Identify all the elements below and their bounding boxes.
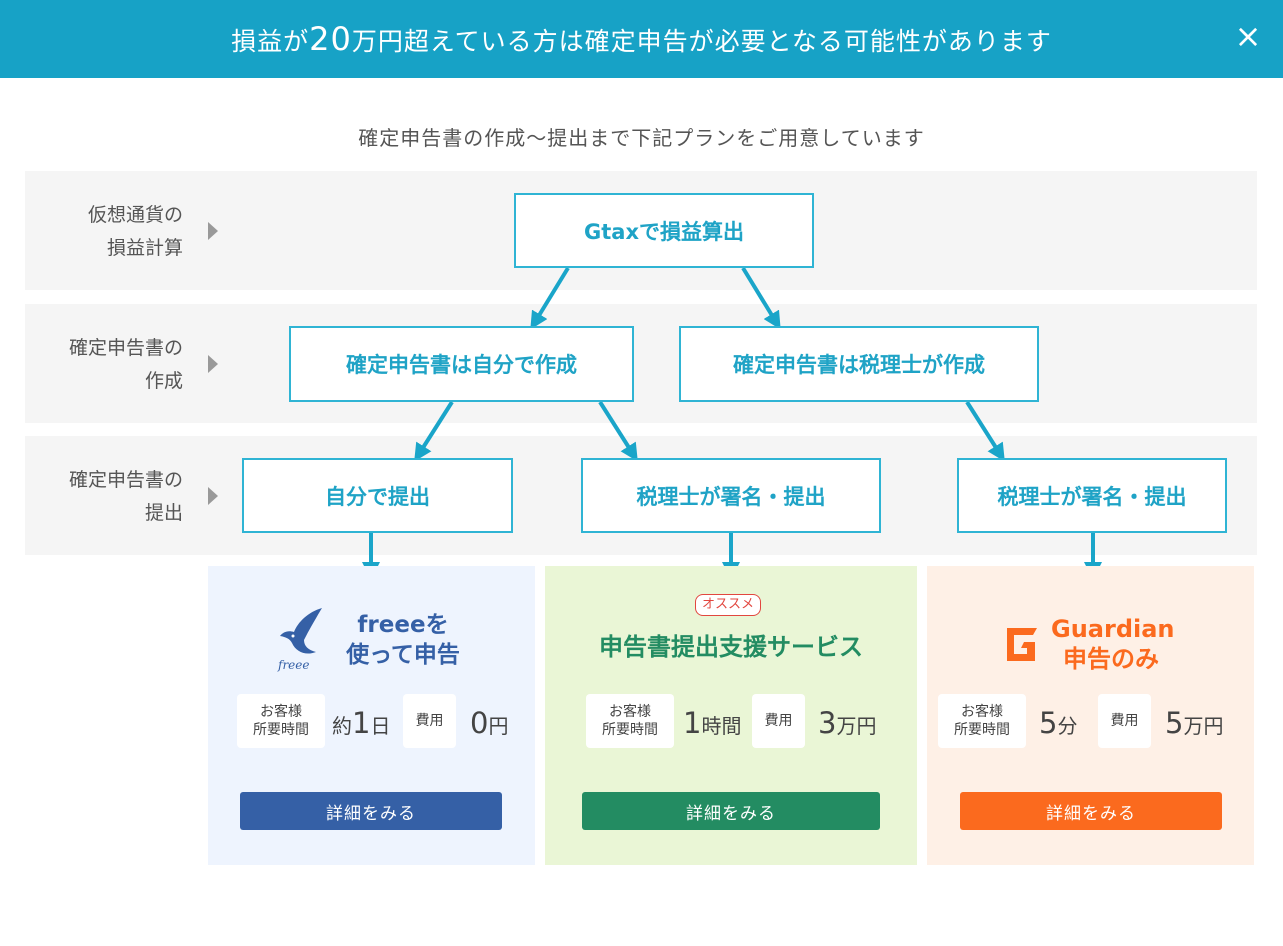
cost-value: 0円 (470, 706, 508, 740)
plan-card-service: オススメ 申告書提出支援サービス お客様 所要時間 1時間 費用 3万円 詳細を… (545, 566, 917, 865)
plans-subtitle: 確定申告書の作成〜提出まで下記プランをご用意しています (358, 126, 925, 150)
time-number: 1 (352, 706, 371, 740)
row-label-line: 確定申告書の (68, 469, 183, 491)
flow-arrow (530, 266, 570, 330)
freee-swallow-icon (280, 608, 322, 654)
cost-label-box: 費用 (1098, 694, 1151, 748)
flow-arrow (598, 400, 638, 462)
plan-card-guardian: Guardian 申告のみ お客様 所要時間 5分 費用 5万円 詳細をみる (927, 566, 1254, 865)
freee-title-line: 使って申告 (346, 642, 460, 668)
guardian-title: Guardian 申告のみ (1051, 614, 1175, 674)
guardian-logo-icon (1007, 628, 1037, 661)
node-tax-sign-guardian: 税理士が署名・提出 (957, 458, 1227, 533)
time-number: 1 (683, 706, 702, 740)
cost-value: 3万円 (818, 706, 876, 740)
time-label-line: 所要時間 (253, 722, 309, 738)
time-label-line: 所要時間 (954, 722, 1010, 738)
cost-unit: 円 (488, 714, 509, 738)
time-label-box: お客様 所要時間 (938, 694, 1026, 748)
row-arrow-icon (208, 355, 218, 373)
banner-amount: 20 (309, 20, 352, 58)
flow-arrow (414, 400, 454, 462)
banner-text-before: 損益が (231, 27, 310, 56)
node-tax-sign-service: 税理士が署名・提出 (581, 458, 881, 533)
row-label-submission: 確定申告書の 提出 (25, 464, 183, 530)
node-gtax: Gtaxで損益算出 (514, 193, 814, 268)
freee-detail-button[interactable]: 詳細をみる (240, 792, 502, 830)
row-label-creation: 確定申告書の 作成 (25, 332, 183, 398)
time-value: 5分 (1039, 706, 1077, 740)
row-arrow-icon (208, 222, 218, 240)
time-unit: 時間 (701, 714, 742, 738)
cost-label-box: 費用 (752, 694, 805, 748)
time-prefix: 約 (332, 714, 352, 738)
row-label-line: 損益計算 (106, 237, 183, 259)
flow-arrow (741, 266, 781, 330)
cost-number: 0 (470, 706, 489, 740)
time-unit: 分 (1057, 714, 1078, 738)
row-label-line: 確定申告書の (68, 337, 183, 359)
cost-label-box: 費用 (403, 694, 456, 748)
time-label-box: お客様 所要時間 (586, 694, 674, 748)
node-self-create: 確定申告書は自分で作成 (289, 326, 634, 402)
time-value: 1時間 (683, 706, 741, 740)
time-value: 約1日 (332, 706, 390, 740)
time-label-line: 所要時間 (602, 722, 658, 738)
flow-arrow (965, 400, 1005, 462)
row-band-creation (25, 304, 1257, 423)
recommend-badge: オススメ (695, 594, 762, 616)
cost-number: 5 (1165, 706, 1184, 740)
row-arrow-icon (208, 487, 218, 505)
time-unit: 日 (370, 714, 391, 738)
service-detail-button[interactable]: 詳細をみる (582, 792, 880, 830)
cost-unit: 万円 (1183, 714, 1224, 738)
notice-banner: 損益が20万円超えている方は確定申告が必要となる可能性があります × (0, 0, 1283, 78)
guardian-detail-button[interactable]: 詳細をみる (960, 792, 1222, 830)
time-label-line: お客様 (609, 704, 651, 720)
cost-value: 5万円 (1165, 706, 1223, 740)
guardian-title-line: Guardian (1051, 615, 1175, 643)
node-self-submit: 自分で提出 (242, 458, 513, 533)
row-label-line: 仮想通貨の (87, 204, 183, 226)
row-label-line: 作成 (144, 370, 183, 392)
freee-title: freeeを 使って申告 (338, 610, 468, 670)
plan-card-freee: freee freeeを 使って申告 お客様 所要時間 約1日 費用 0円 詳細… (208, 566, 535, 865)
row-label-line: 提出 (144, 502, 183, 524)
row-label-calculation: 仮想通貨の 損益計算 (25, 199, 183, 265)
freee-logo-text: freee (278, 658, 310, 672)
service-title: 申告書提出支援サービス (599, 633, 863, 661)
cost-number: 3 (818, 706, 837, 740)
cost-unit: 万円 (836, 714, 877, 738)
time-label-line: お客様 (961, 704, 1003, 720)
time-label-box: お客様 所要時間 (237, 694, 325, 748)
banner-text-after: 万円超えている方は確定申告が必要となる可能性があります (351, 27, 1052, 56)
node-tax-create: 確定申告書は税理士が作成 (679, 326, 1039, 402)
freee-title-line: freeeを (357, 612, 449, 638)
guardian-title-line: 申告のみ (1063, 645, 1159, 673)
time-label-line: お客様 (260, 704, 302, 720)
banner-text: 損益が20万円超えている方は確定申告が必要となる可能性があります (0, 20, 1283, 58)
close-icon[interactable]: × (1234, 17, 1262, 55)
time-number: 5 (1039, 706, 1058, 740)
